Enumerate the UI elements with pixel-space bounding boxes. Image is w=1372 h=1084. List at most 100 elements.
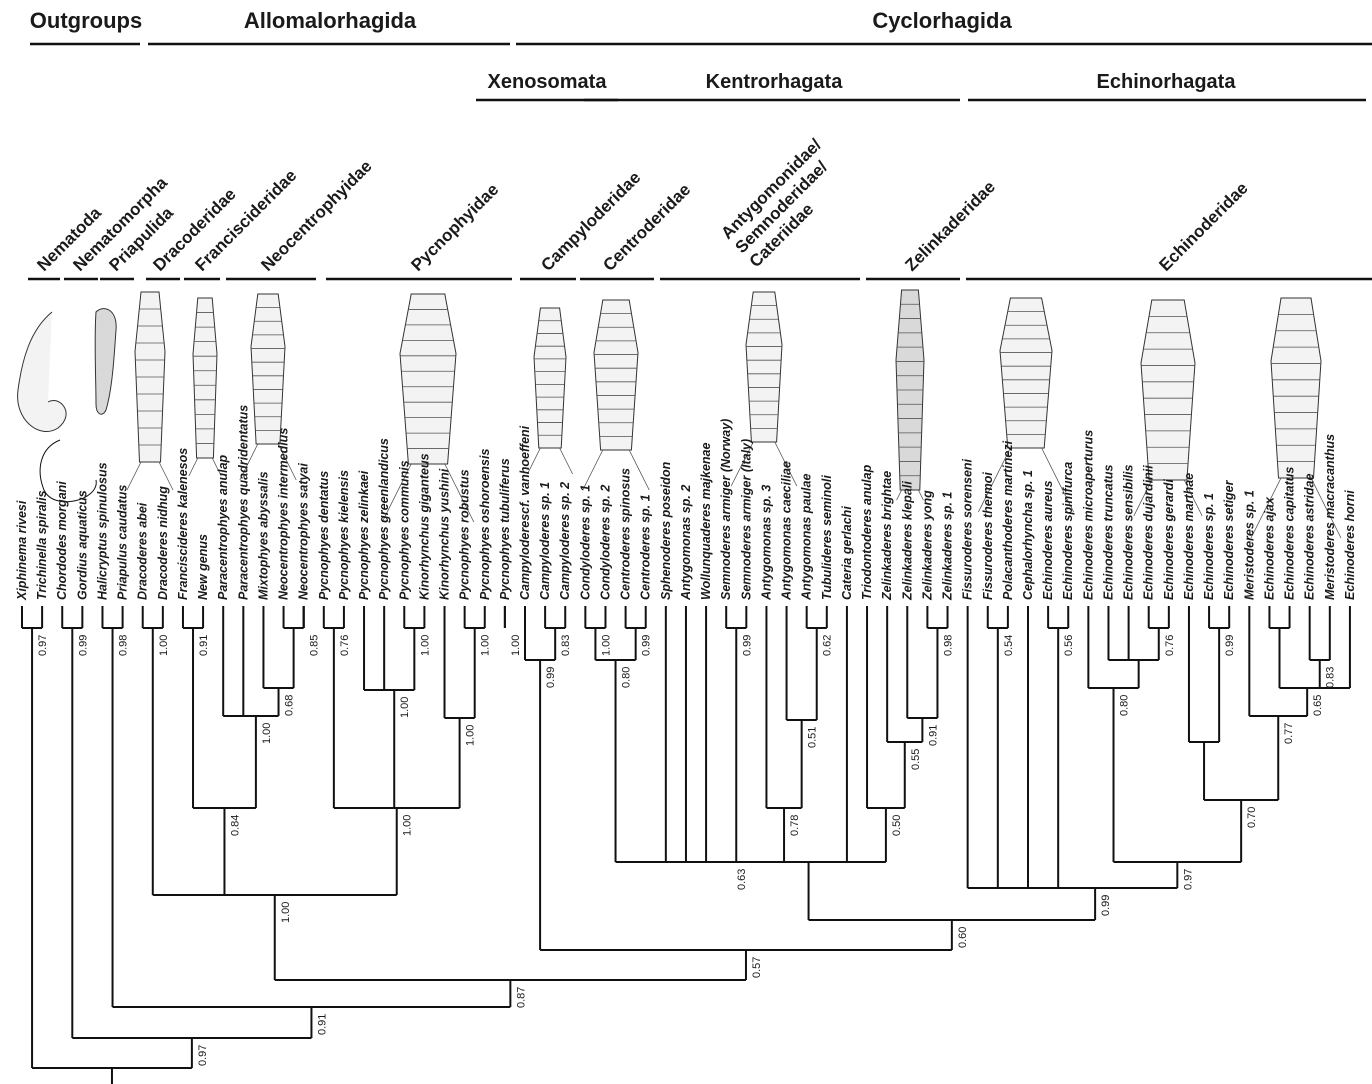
taxon-label: Centroderes spinosus bbox=[619, 468, 633, 600]
taxon-label: Echinoderes ajax bbox=[1262, 496, 1276, 600]
mid-group-label: Xenosomata bbox=[488, 71, 608, 93]
taxon-label: Echinoderes horni bbox=[1343, 490, 1357, 600]
taxon-label: Echinoderes sensibilis bbox=[1122, 464, 1136, 600]
support-value: 1.00 bbox=[402, 815, 414, 836]
support-value: 0.98 bbox=[118, 635, 130, 656]
taxon-label: Fissuroderes thermoi bbox=[981, 472, 995, 600]
taxon-label: Chordodes morgani bbox=[55, 481, 69, 600]
support-value: 1.00 bbox=[480, 635, 492, 656]
taxon-label: Polacanthoderes martinezi bbox=[1001, 440, 1015, 600]
taxon-label: Paracentrophyes quadridentatus bbox=[236, 405, 250, 600]
support-value: 0.87 bbox=[515, 987, 527, 1008]
taxon-label: Antygomonas sp. 3 bbox=[759, 485, 773, 601]
support-value: 0.97 bbox=[37, 635, 49, 656]
family-headers: NematodaNematomorphaPriapulidaDracoderid… bbox=[28, 135, 1372, 279]
support-value: 0.60 bbox=[957, 927, 969, 948]
taxon-label: Pycnophyes tubuliferus bbox=[498, 458, 512, 600]
taxon-label: Pycnophyes dentatus bbox=[317, 471, 331, 600]
kinorhynch-illustration bbox=[127, 292, 173, 490]
taxon-label: Echinoderes capitatus bbox=[1283, 467, 1297, 600]
support-value: 0.68 bbox=[284, 695, 296, 716]
taxon-label: Echinoderes aureus bbox=[1041, 480, 1055, 600]
support-value: 0.98 bbox=[942, 635, 954, 656]
top-group-label: Cyclorhagida bbox=[872, 8, 1012, 33]
support-value: 1.00 bbox=[261, 723, 273, 744]
taxon-label: Semnoderes armiger (Italy) bbox=[739, 439, 753, 600]
mid-group-label: Echinorhagata bbox=[1097, 71, 1237, 93]
taxon-label: Mixtophyes abyssalis bbox=[256, 471, 270, 600]
family-label: Zelinkaderidae bbox=[901, 177, 999, 275]
taxon-label: Zelinkaderes yong bbox=[920, 490, 934, 601]
support-value: 0.91 bbox=[316, 1014, 328, 1035]
taxon-label: Campyloderes sp. 2 bbox=[558, 482, 572, 600]
taxon-label: Fissuroderes sorenseni bbox=[961, 458, 975, 600]
support-value: 1.00 bbox=[510, 635, 522, 656]
family-label: Neocentrophyidae bbox=[257, 157, 375, 275]
support-value: 0.78 bbox=[789, 815, 801, 836]
support-value: 0.99 bbox=[741, 635, 753, 656]
taxon-label: Echinoderes setiger bbox=[1222, 479, 1236, 600]
taxon-label: Tubulideres seminoli bbox=[820, 475, 834, 600]
support-value: 0.80 bbox=[621, 667, 633, 688]
support-value: 0.63 bbox=[736, 869, 748, 890]
mid-group-headers: Xenosomata Kentrorhagata Echinorhagata bbox=[476, 71, 1366, 100]
taxon-label: Echinoderes astridae bbox=[1303, 474, 1317, 600]
kinorhynch-illustration bbox=[527, 308, 572, 474]
support-value: 0.83 bbox=[1325, 667, 1337, 688]
kinorhynch-illustration bbox=[896, 290, 924, 500]
support-value: 0.77 bbox=[1283, 723, 1295, 744]
taxon-label: Pycnophyes robustus bbox=[458, 469, 472, 600]
taxon-label: Dracoderes nidhug bbox=[156, 486, 170, 600]
taxon-label: Pycnophyes kielensis bbox=[337, 470, 351, 600]
taxon-label: Antygomonas caeciliae bbox=[780, 461, 794, 601]
taxon-label: Neocentrophyes intermedius bbox=[277, 428, 291, 600]
support-value: 0.57 bbox=[751, 957, 763, 978]
family-label: Echinoderidae bbox=[1155, 179, 1251, 275]
support-value: 0.76 bbox=[339, 635, 351, 656]
kinorhynch-illustration bbox=[189, 298, 221, 476]
taxon-label: Cateria gerlachi bbox=[840, 506, 854, 600]
taxon-label: Pycnophyes zelinkaei bbox=[357, 470, 371, 600]
taxon-label: Centroderes sp. 1 bbox=[639, 494, 653, 600]
taxon-label: Echinoderes microaperturus bbox=[1081, 430, 1095, 600]
family-label: Pycnophyidae bbox=[407, 180, 502, 275]
top-group-label: Outgroups bbox=[30, 8, 142, 33]
taxon-label: Echinoderes dujardinii bbox=[1142, 465, 1156, 600]
cladogram-branches bbox=[22, 606, 1350, 1084]
taxon-label: Campyloderescf. vanhoeffeni bbox=[518, 425, 532, 600]
support-value: 0.51 bbox=[807, 727, 819, 748]
support-value: 1.00 bbox=[419, 635, 431, 656]
taxon-label: Triodontoderes anulap bbox=[860, 464, 874, 600]
taxon-label: Gordius aquaticus bbox=[75, 490, 89, 600]
support-value: 0.97 bbox=[1182, 869, 1194, 890]
taxon-label: Trichinella spiralis bbox=[35, 490, 49, 600]
family-label: Antygomonidae/Semnoderidae/Cateriidae bbox=[717, 135, 853, 271]
taxon-label: Condyloderes sp. 2 bbox=[598, 485, 612, 600]
taxon-label: Echinoderes spinifurca bbox=[1061, 462, 1075, 600]
taxon-label: Franciscideres kalenesos bbox=[176, 448, 190, 600]
support-value: 1.00 bbox=[399, 697, 411, 718]
support-value: 1.00 bbox=[158, 635, 170, 656]
taxon-label: Echinoderes sp. 1 bbox=[1202, 493, 1216, 600]
taxon-label: Pycnophyes oshoroensis bbox=[478, 449, 492, 600]
support-value: 1.00 bbox=[600, 635, 612, 656]
taxon-label: Halicryptus spinulosus bbox=[95, 462, 109, 600]
support-value: 0.70 bbox=[1246, 807, 1258, 828]
family-label-line: Neocentrophyidae bbox=[257, 157, 375, 275]
taxon-label: Zelinkaderes klepali bbox=[900, 481, 914, 601]
support-value: 0.99 bbox=[1224, 635, 1236, 656]
mid-group-label: Kentrorhagata bbox=[706, 71, 844, 93]
taxon-label: Pycnophyes communis bbox=[397, 460, 411, 600]
support-value: 0.76 bbox=[1164, 635, 1176, 656]
nematomorph-illustration bbox=[95, 309, 116, 415]
taxon-label: Dracoderes abei bbox=[136, 502, 150, 600]
taxon-label: Semnoderes armiger (Norway) bbox=[719, 419, 733, 600]
family-label-line: Echinoderidae bbox=[1155, 179, 1251, 275]
taxon-label: Neocentrophyes satyai bbox=[297, 463, 311, 600]
taxon-label: Campyloderes sp. 1 bbox=[538, 482, 552, 600]
support-value: 0.55 bbox=[910, 749, 922, 770]
support-value: 0.83 bbox=[560, 635, 572, 656]
support-value: 0.99 bbox=[641, 635, 653, 656]
